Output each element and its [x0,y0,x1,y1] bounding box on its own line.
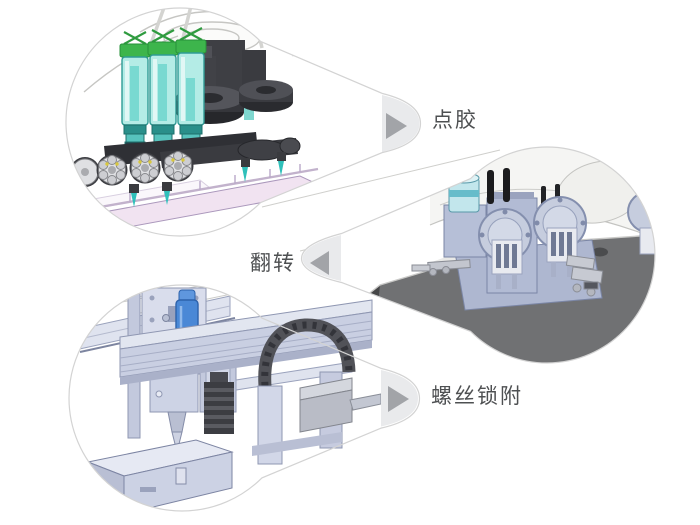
syringes [119,27,207,148]
gantry-rail-overflow [119,299,382,465]
flip-fixtures [411,168,655,311]
flip-unit-b [533,196,587,277]
bubble-dispense-outline [65,7,422,237]
bubble-dispense [65,7,422,237]
spindle-stack [204,372,234,434]
gripper-clutter-right [565,254,604,297]
bubble-screw [68,284,421,512]
flip-unit-a [478,208,532,289]
bubble-flip-outline [300,146,656,364]
teal-cylinder [448,172,480,213]
gripper-clutter-left [411,259,471,276]
dispense-needles [129,152,286,207]
bubble-screw-outline [68,284,421,512]
arrow-right-icon [386,113,407,139]
step-label-flip: 翻转 [250,252,296,275]
step-label-screw: 螺丝锁附 [431,385,523,408]
step-label-dispense: 点胶 [432,109,478,132]
arrow-left-icon [310,251,329,275]
arrow-right-icon [388,386,409,412]
